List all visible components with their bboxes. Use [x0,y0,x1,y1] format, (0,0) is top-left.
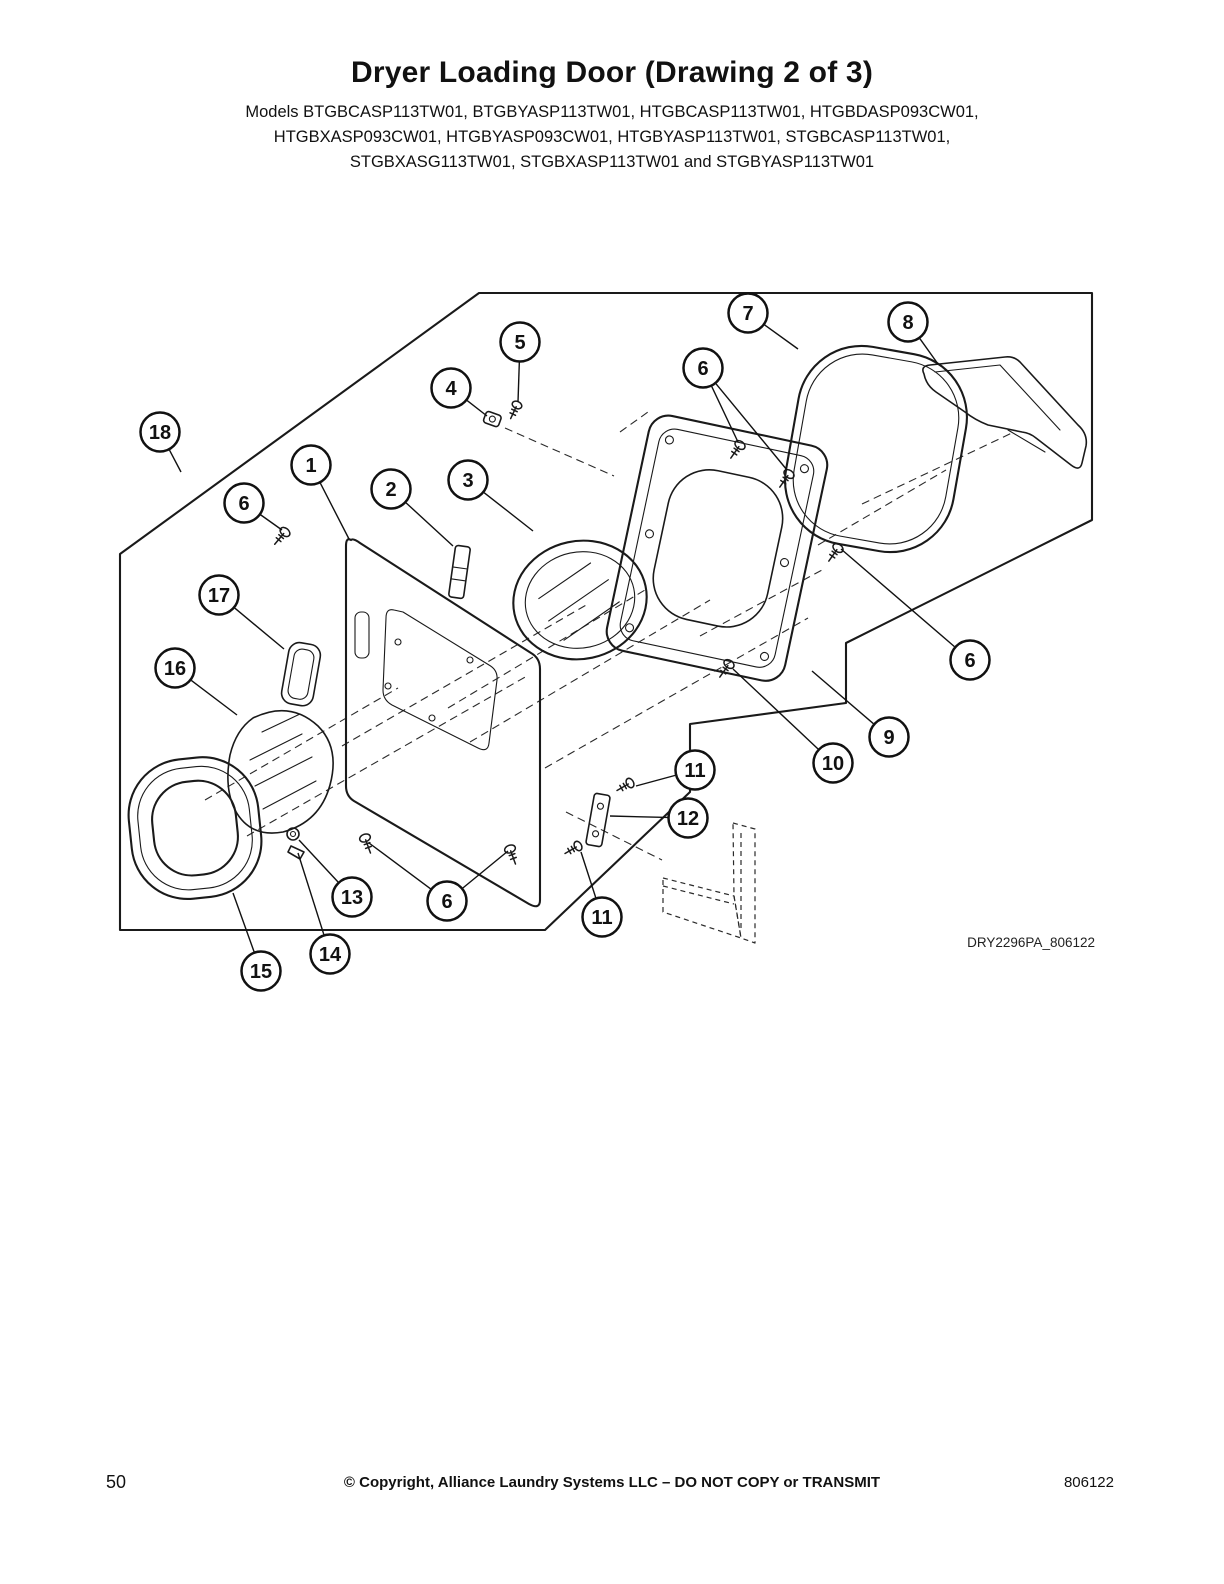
models-line: Models BTGBCASP113TW01, BTGBYASP113TW01,… [245,103,979,121]
callout-3: 3 [447,459,489,501]
part-outer-door-ring [127,756,263,901]
svg-text:2: 2 [385,479,396,501]
callout-16: 16 [154,647,196,689]
page-title: Dryer Loading Door (Drawing 2 of 3) [350,56,874,89]
callout-11: 11 [674,749,716,791]
callout-8: 8 [887,301,929,343]
part-door-seal [784,344,968,554]
callout-15: 15 [240,950,282,992]
callout-7: 7 [727,292,769,334]
part-hinge-plate [585,792,611,848]
svg-text:4: 4 [445,378,457,400]
models-list: Models BTGBCASP113TW01, BTGBYASP113TW01,… [0,100,1224,174]
svg-text:11: 11 [591,907,612,929]
callout-10: 10 [812,742,854,784]
svg-text:1: 1 [305,455,316,477]
phantom-bracket [662,822,756,944]
svg-text:14: 14 [319,944,342,966]
models-line: STGBXASG113TW01, STGBXASP113TW01 and STG… [349,152,875,171]
callout-6: 6 [223,482,265,524]
callout-12: 12 [667,797,709,839]
callout-6: 6 [682,347,724,389]
page-number: 50 [106,1472,127,1492]
svg-text:16: 16 [164,658,186,680]
svg-text:18: 18 [149,422,171,444]
svg-text:12: 12 [677,808,699,830]
callout-4: 4 [430,367,472,409]
doc-number: 806122 [1063,1474,1114,1491]
screws [273,400,844,865]
svg-text:6: 6 [697,358,708,380]
svg-text:6: 6 [238,493,249,515]
page-header: Dryer Loading Door (Drawing 2 of 3) Mode… [0,56,1224,174]
svg-text:3: 3 [462,470,473,492]
part-ball-catch [286,827,300,841]
callout-17: 17 [198,574,240,616]
svg-text:7: 7 [742,303,753,325]
svg-text:9: 9 [883,727,894,749]
svg-text:11: 11 [684,760,705,782]
svg-text:8: 8 [902,312,913,334]
leader-lines [168,324,955,952]
part-door-glass [227,709,334,834]
svg-text:6: 6 [441,891,452,913]
callout-9: 9 [868,716,910,758]
svg-text:17: 17 [208,585,230,607]
part-inner-door-panel [605,414,829,682]
callout-2: 2 [370,468,412,510]
svg-text:10: 10 [822,753,844,775]
callout-6: 6 [949,639,991,681]
callout-13: 13 [331,876,373,918]
callout-18: 18 [139,411,181,453]
part-clip [287,845,305,860]
part-front-door-panel [344,538,542,908]
part-handle-bracket [280,641,322,707]
callout-1: 1 [290,444,332,486]
part-window-ring [512,539,648,661]
part-top-bracket [922,356,1088,469]
drawing-ref: DRY2296PA_806122 [967,935,1095,950]
svg-text:5: 5 [514,332,525,354]
svg-text:15: 15 [250,961,272,983]
part-door-assembly-outline [118,291,1094,932]
svg-text:13: 13 [341,887,363,909]
models-line: HTGBXASP093CW01, HTGBYASP093CW01, HTGBYA… [273,127,951,146]
callout-11: 11 [581,896,623,938]
callout-5: 5 [499,321,541,363]
callout-14: 14 [309,933,351,975]
part-retainer-clip [482,410,502,428]
part-door-strike [448,544,471,600]
copyright-notice: © Copyright, Alliance Laundry Systems LL… [343,1474,881,1491]
callout-6: 6 [426,880,468,922]
projection-lines [204,411,1015,861]
svg-text:6: 6 [964,650,975,672]
